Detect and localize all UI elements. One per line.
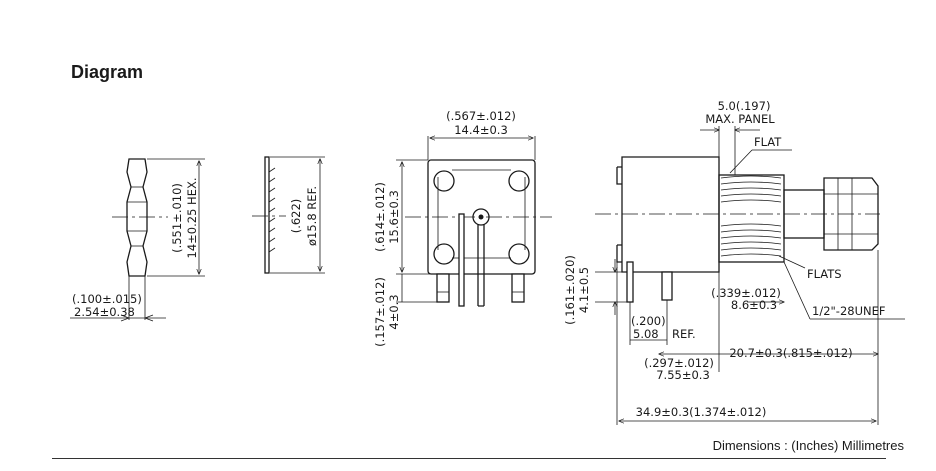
d2-inch: (.297±.012) <box>644 356 714 370</box>
washer-dia-mm: ø15.8 REF. <box>305 186 319 246</box>
front-height-mm: 15.6±0.3 <box>387 190 401 244</box>
nut-thickness-mm: 2.54±0.38 <box>74 305 135 319</box>
front-width-inch: (.567±.012) <box>446 109 516 123</box>
thread-hatching <box>720 175 782 257</box>
d1-mm: 8.6±0.3 <box>731 298 777 312</box>
connector-front-view: (.567±.012) 14.4±0.3 (.614±.012) 15.6±0.… <box>373 109 552 347</box>
front-pin-inch: (.157±.012) <box>373 277 387 347</box>
panel-label: MAX. PANEL <box>705 112 775 126</box>
lock-washer-view: (.622) ø15.8 REF. <box>252 156 325 274</box>
thread-label: 1/2"-28UNEF <box>812 304 885 318</box>
nut-hex-inch: (.551±.010) <box>170 183 184 253</box>
total-length: 34.9±0.3(1.374±.012) <box>636 405 767 419</box>
side-pin-inch: (.161±.020) <box>563 255 577 325</box>
pitch-mm: 5.08 <box>633 327 659 341</box>
d3: 20.7±0.3(.815±.012) <box>729 346 852 360</box>
front-width-mm: 14.4±0.3 <box>454 123 508 137</box>
side-pin-mm: 4.1±0.5 <box>577 267 591 313</box>
front-height-inch: (.614±.012) <box>373 182 387 252</box>
flat-label: FLAT <box>754 135 782 149</box>
nut-hex-mm: 14±0.25 HEX. <box>185 178 199 259</box>
flats-label: FLATS <box>807 267 842 281</box>
pitch-inch: (.200) <box>631 314 666 328</box>
d2-mm: 7.55±0.3 <box>656 368 710 382</box>
front-pin-mm: 4±0.3 <box>387 294 401 329</box>
section-heading: Diagram <box>71 62 144 82</box>
washer-dia-inch: (.622) <box>289 199 303 234</box>
dimensions-units-note: Dimensions : (Inches) Millimetres <box>712 438 904 453</box>
panel-dim: 5.0(.197) <box>718 99 771 113</box>
nut-thickness-inch: (.100±.015) <box>72 292 142 306</box>
pitch-ref: REF. <box>672 327 696 341</box>
hex-nut-view: (.551±.010) 14±0.25 HEX. (.100±.015) 2.5… <box>70 158 205 322</box>
d1-inch: (.339±.012) <box>711 286 781 300</box>
footer-divider <box>52 458 886 459</box>
connector-side-view: 5.0(.197) MAX. PANEL FLAT FLATS 1/2"-28U… <box>563 99 905 425</box>
